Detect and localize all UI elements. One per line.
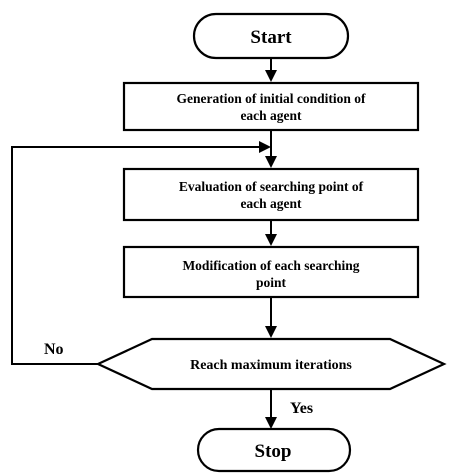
evaluate-shape xyxy=(122,167,420,222)
modify-label-line-2: point xyxy=(256,275,287,290)
decision-label: Reach maximum iterations xyxy=(190,358,352,373)
init-shape xyxy=(122,81,420,132)
edge-evaluate-to-modify xyxy=(265,220,277,246)
edge-start-to-init xyxy=(265,58,277,82)
modify-label-line-1: Modification of each searching xyxy=(182,258,359,273)
edge-init-to-evaluate xyxy=(265,130,277,168)
arrowhead xyxy=(265,326,277,338)
stop-node: Stop xyxy=(196,427,352,473)
yes-label: Yes xyxy=(290,400,313,417)
stop-label: Stop xyxy=(255,441,292,462)
start-label: Start xyxy=(250,27,292,48)
edge-yes: Yes xyxy=(265,389,313,429)
evaluate-label-line-2: each agent xyxy=(240,196,302,211)
no-label: No xyxy=(44,341,64,358)
modify-shape xyxy=(122,245,420,299)
arrowhead xyxy=(265,234,277,246)
modify-node: Modification of each searching point xyxy=(122,245,420,299)
init-label-line-2: each agent xyxy=(240,108,302,123)
arrowhead xyxy=(265,417,277,429)
arrowhead xyxy=(265,70,277,82)
decision-node: Reach maximum iterations xyxy=(95,337,447,391)
stop-shape xyxy=(196,427,352,473)
edge-line xyxy=(11,146,259,365)
evaluate-node: Evaluation of searching point of each ag… xyxy=(122,167,420,222)
arrowhead xyxy=(265,156,277,168)
init-node: Generation of initial condition of each … xyxy=(122,81,420,132)
arrowhead xyxy=(259,141,271,153)
decision-shape xyxy=(95,337,447,391)
init-label-line-1: Generation of initial condition of xyxy=(177,91,367,106)
evaluate-label-line-1: Evaluation of searching point of xyxy=(179,179,364,194)
edge-modify-to-decision xyxy=(265,297,277,338)
edge-no-loop: No xyxy=(11,141,271,365)
start-node: Start xyxy=(192,12,350,60)
